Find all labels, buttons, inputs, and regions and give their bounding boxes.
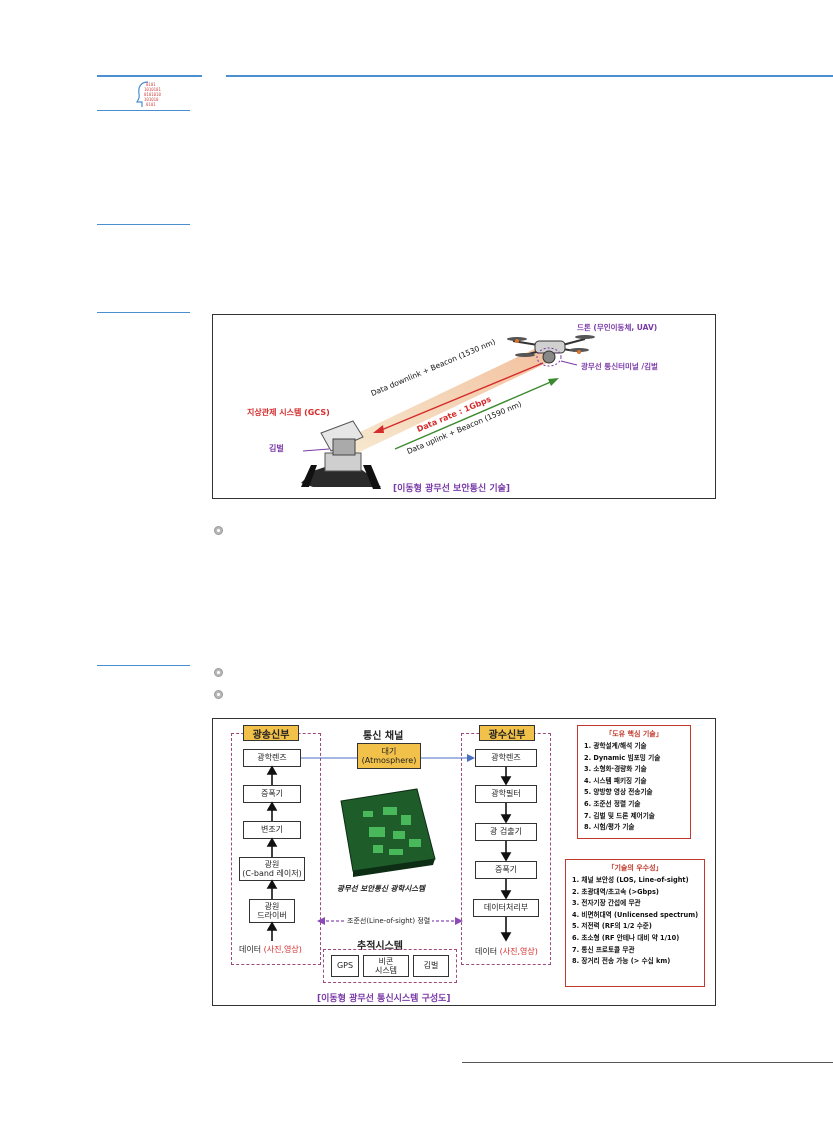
svg-text:0101010: 0101010 — [144, 92, 161, 97]
system-caption: 광무선 보안통신 광학시스템 — [337, 884, 426, 893]
bullet-2 — [214, 668, 223, 677]
tracking-section — [323, 949, 457, 983]
merit-title: 「기술의 우수성」 — [607, 864, 663, 872]
svg-text:101010: 101010 — [144, 97, 159, 102]
drone-label: 드론 (무인이동체, UAV) — [577, 323, 658, 332]
svg-text:0101: 0101 — [146, 82, 156, 87]
binary-head-logo-icon: 0101 1010101 0101010 101010 0101 — [134, 80, 168, 108]
los-label: 조준선(Line-of-sight) 정렬 — [345, 916, 433, 926]
header-rule-short — [97, 75, 202, 77]
tx-data-label: 데이터 (사진,영상) — [239, 944, 302, 955]
core-tech-item: 1. 광학설계/해석 기술 — [584, 742, 647, 750]
tracking-title: 추적시스템 — [357, 941, 403, 952]
rx-data-red: (사진,영상) — [499, 947, 538, 956]
gcs-label: 지상관제 시스템 (GCS) — [247, 408, 330, 417]
core-tech-list: 「도유 핵심 기술」 1. 광학설계/해석 기술 2. Dynamic 빔포밍 … — [577, 725, 691, 839]
rx-title: 광수신부 — [479, 725, 535, 741]
footer-rule — [462, 1062, 833, 1063]
figure2-caption: [이동형 광무선 통신시스템 구성도] — [317, 994, 451, 1004]
tracking-beacon: 비콘 시스템 — [363, 955, 409, 977]
tracking-gimbal: 김벌 — [413, 955, 449, 977]
figure1-caption: [이동형 광무선 보안통신 기술] — [393, 484, 510, 494]
figure-fso-system-architecture: 광송신부 광학렌즈 증폭기 변조기 광원 (C-band 레이저) 광원 드라이… — [212, 718, 716, 1006]
svg-text:1010101: 1010101 — [144, 87, 161, 92]
core-tech-item: 3. 소형화·경량화 기술 — [584, 765, 647, 774]
section-rule-1 — [97, 110, 190, 111]
merit-item: 6. 초소형 (RF 안테나 대비 약 1/10) — [572, 933, 680, 942]
rx-data-label: 데이터 (사진,영상) — [475, 946, 538, 957]
section-rule-3 — [97, 312, 190, 313]
merit-item: 4. 비면허대역 (Unlicensed spectrum) — [572, 910, 699, 919]
merit-item: 8. 장거리 전송 가능 (> 수십 km) — [572, 957, 671, 966]
gimbal-label: 김벌 — [269, 444, 284, 453]
merit-item: 2. 초광대역/초고속 (>Gbps) — [572, 887, 659, 896]
tx-title: 광송신부 — [243, 725, 299, 741]
merit-item: 7. 통신 프로토콜 무관 — [572, 945, 635, 954]
rx-data-text: 데이터 — [475, 947, 498, 956]
header-rule-long — [226, 75, 833, 77]
bullet-1 — [214, 526, 223, 535]
merit-item: 1. 채널 보안성 (LOS, Line-of-sight) — [572, 876, 689, 884]
tx-data-red: (사진,영상) — [263, 945, 302, 954]
core-tech-item: 7. 김벌 및 드론 제어기술 — [584, 811, 655, 820]
section-rule-4 — [97, 665, 190, 666]
section-rule-2 — [97, 224, 190, 225]
core-tech-title: 「도유 핵심 기술」 — [605, 730, 663, 738]
core-tech-item: 5. 양방향 영상 전송기술 — [584, 788, 653, 797]
core-tech-item: 2. Dynamic 빔포밍 기술 — [584, 753, 661, 762]
merit-list: 「기술의 우수성」 1. 채널 보안성 (LOS, Line-of-sight)… — [565, 859, 705, 987]
atmosphere-box: 대기 (Atmosphere) — [357, 743, 421, 769]
channel-title: 통신 채널 — [363, 731, 404, 742]
merit-item: 3. 전자기장 간섭에 무관 — [572, 899, 641, 908]
rx-block-lens: 광학렌즈 — [475, 749, 537, 767]
svg-text:0101: 0101 — [146, 102, 156, 107]
tx-data-text: 데이터 — [239, 945, 262, 954]
bullet-3 — [214, 690, 223, 699]
terminal-label: 광무선 통신터미널 /김벌 — [581, 362, 658, 371]
tracking-gps: GPS — [331, 955, 359, 977]
tx-block-source: 광원 (C-band 레이저) — [239, 857, 305, 881]
core-tech-item: 4. 시스템 패키징 기술 — [584, 776, 647, 785]
figure-mobile-fso-technology: 드론 (무인이동체, UAV) 광무선 통신터미널 /김벌 지상관제 시스템 (… — [212, 314, 716, 499]
core-tech-item: 6. 조준선 정렬 기술 — [584, 799, 641, 808]
core-tech-item: 8. 시험/평가 기술 — [584, 823, 635, 832]
merit-item: 5. 저전력 (RF의 1/2 수준) — [572, 922, 652, 931]
